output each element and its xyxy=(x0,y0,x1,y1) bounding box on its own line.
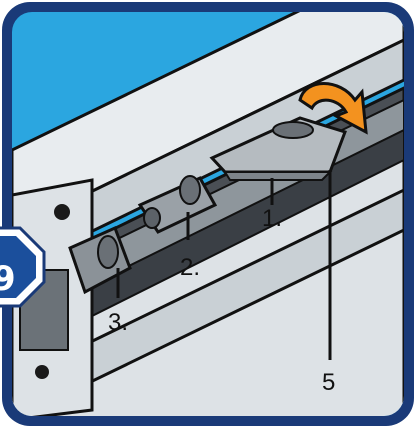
label-3: 3. xyxy=(108,309,128,336)
curved-arrow-icon xyxy=(298,82,368,135)
octagon-badge-icon: 9 xyxy=(0,226,46,308)
label-1: 1. xyxy=(262,205,282,232)
profile-bottom-rail xyxy=(12,187,404,416)
end-hole-bottom xyxy=(35,365,49,379)
label-5: 5 xyxy=(322,369,335,396)
label-2: 2. xyxy=(180,254,200,281)
step-number: 9 xyxy=(0,259,16,299)
t-nut-3 xyxy=(68,225,132,295)
profile-top-face xyxy=(12,12,404,233)
t-nut-1 xyxy=(209,116,347,181)
t-nut-2 xyxy=(137,175,218,234)
end-hole-top xyxy=(54,204,70,220)
